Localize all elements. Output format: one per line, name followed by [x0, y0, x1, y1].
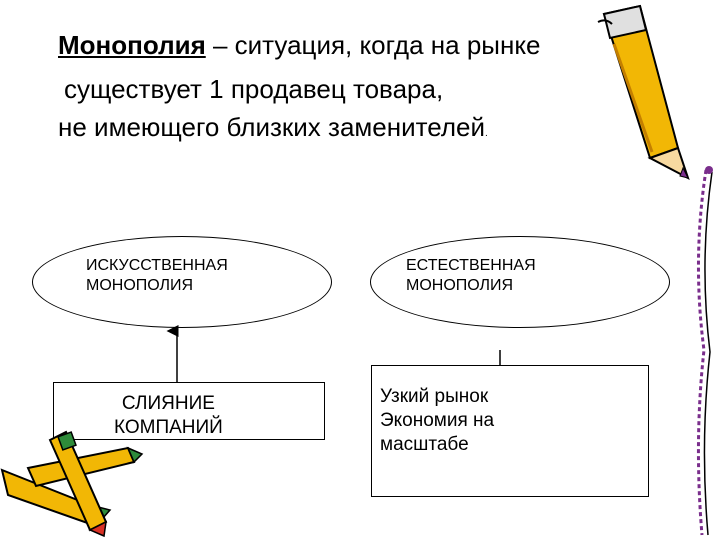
- definition-line-1-rest: – ситуация, когда на рынке: [205, 30, 541, 60]
- crayons-icon: [0, 430, 144, 538]
- definition-line-3-text: не имеющего близких заменителей: [58, 112, 485, 142]
- border-pencil-icon: [696, 166, 713, 536]
- definition-period: .: [484, 128, 488, 139]
- artificial-monopoly-label: ИСКУССТВЕННАЯ МОНОПОЛИЯ: [86, 257, 228, 294]
- company-merger-label: СЛИЯНИЕ КОМПАНИЙ: [114, 393, 223, 438]
- natural-monopoly-ellipse: [370, 236, 670, 328]
- natural-monopoly-label: ЕСТЕСТВЕННАЯ МОНОПОЛИЯ: [406, 257, 536, 294]
- definition-line-1: Монополия – ситуация, когда на рынке: [58, 30, 540, 60]
- artificial-monopoly-ellipse: [32, 236, 332, 328]
- monopoly-term: Монополия: [58, 30, 206, 60]
- natural-causes-box: [371, 365, 649, 497]
- definition-line-3: не имеющего близких заменителей.: [58, 112, 488, 149]
- definition-line-2: существует 1 продавец товара,: [64, 74, 444, 104]
- pencil-icon: [597, 4, 690, 181]
- natural-causes-label: Узкий рынок Экономия на масштабе: [380, 386, 495, 455]
- company-merger-box: [53, 382, 325, 440]
